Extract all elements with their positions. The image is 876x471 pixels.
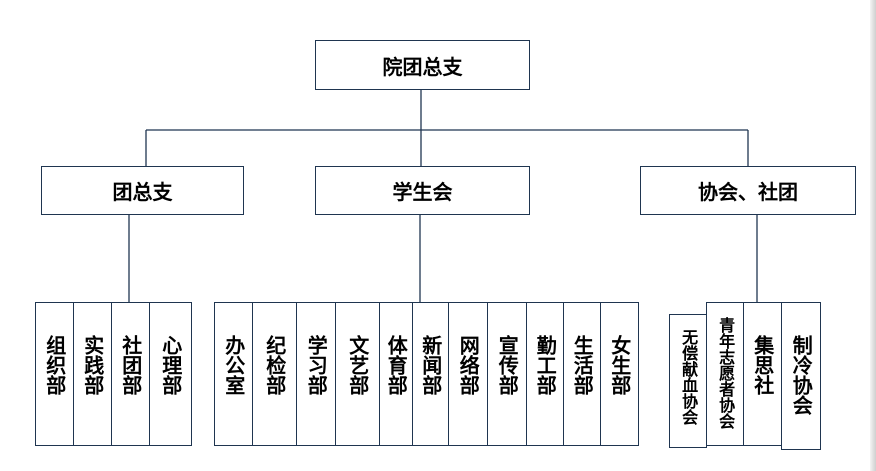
- branch-node-xueshenghui: 学生会: [315, 166, 530, 215]
- dept-label: 勤工部: [533, 335, 558, 395]
- dept-label: 宣传部: [495, 335, 520, 395]
- dept-label: 网络部: [456, 335, 481, 395]
- branch-label: 团总支: [112, 180, 173, 204]
- branch-label: 协会、社团: [698, 180, 798, 204]
- assoc-node: 青年志愿者协会: [706, 302, 744, 446]
- window-edge: [870, 0, 876, 471]
- dept-node: 女生部: [600, 302, 639, 446]
- dept-label: 生活部: [570, 335, 595, 395]
- dept-node: 新闻部: [412, 302, 449, 446]
- branch-node-xiehui-shetuan: 协会、社团: [640, 166, 856, 215]
- dept-node: 宣传部: [487, 302, 527, 446]
- dept-label: 组织部: [42, 335, 67, 395]
- dept-node: 体育部: [379, 302, 413, 446]
- dept-node: 勤工部: [526, 302, 564, 446]
- assoc-label: 集思社: [750, 335, 775, 395]
- dept-node: 网络部: [448, 302, 488, 446]
- dept-label: 学习部: [304, 335, 329, 395]
- dept-node: 纪检部: [252, 302, 297, 446]
- dept-label: 办公室: [221, 335, 246, 395]
- assoc-node: 无偿献血协会: [669, 314, 707, 448]
- assoc-label: 青年志愿者协会: [716, 317, 736, 429]
- branch-label: 学生会: [392, 180, 453, 204]
- assoc-node: 制冷协会: [781, 302, 821, 450]
- dept-label: 文艺部: [345, 335, 370, 395]
- assoc-label: 制冷协会: [789, 335, 814, 415]
- dept-node: 社团部: [111, 302, 150, 446]
- root-node: 院团总支: [315, 40, 530, 90]
- dept-label: 社团部: [118, 335, 143, 395]
- assoc-node: 集思社: [743, 302, 782, 446]
- dept-node: 学习部: [296, 302, 336, 446]
- assoc-label: 无偿献血协会: [679, 329, 699, 425]
- dept-label: 实践部: [80, 335, 105, 395]
- dept-node: 文艺部: [335, 302, 380, 446]
- branch-node-tuanzongzhi: 团总支: [41, 166, 244, 215]
- dept-node: 生活部: [563, 302, 601, 446]
- dept-node: 实践部: [73, 302, 112, 446]
- dept-label: 新闻部: [418, 335, 443, 395]
- dept-node: 组织部: [35, 302, 74, 446]
- dept-label: 女生部: [607, 335, 632, 395]
- dept-label: 体育部: [384, 335, 409, 395]
- dept-label: 纪检部: [262, 335, 287, 395]
- dept-node: 办公室: [214, 302, 253, 446]
- dept-node: 心理部: [149, 302, 192, 446]
- root-label: 院团总支: [382, 54, 463, 79]
- dept-label: 心理部: [158, 335, 183, 395]
